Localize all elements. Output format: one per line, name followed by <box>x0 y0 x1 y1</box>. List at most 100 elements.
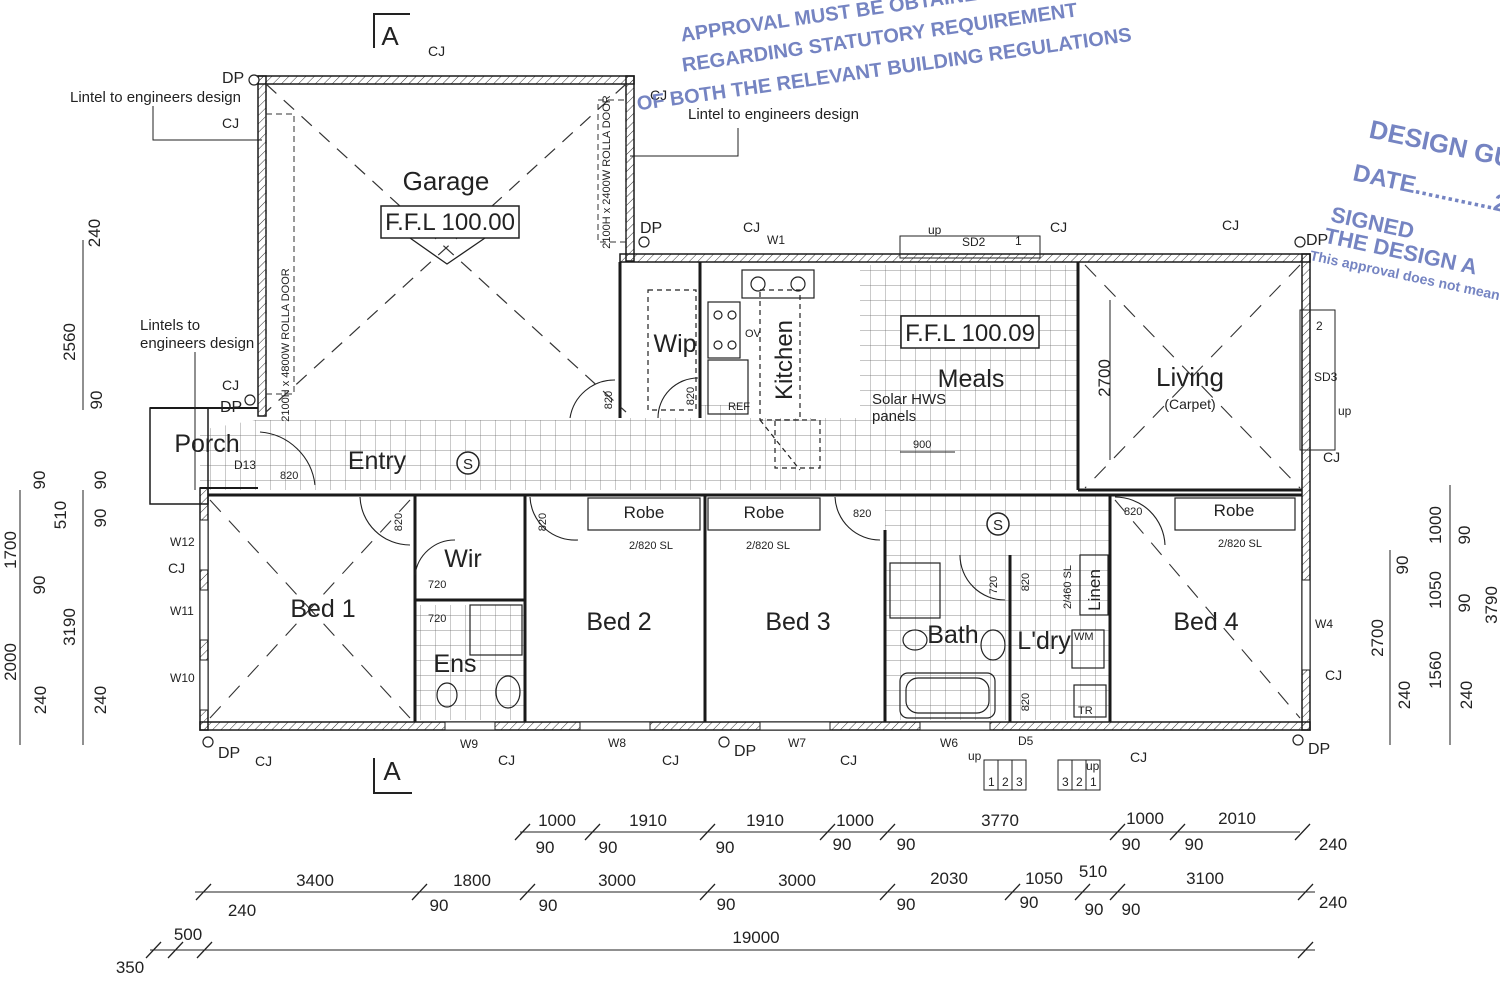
room-entry: Entry <box>348 447 407 475</box>
svg-text:90: 90 <box>717 895 736 914</box>
tag-dp: DP <box>640 220 662 237</box>
tag-up: up <box>968 749 982 763</box>
svg-text:90: 90 <box>30 576 49 595</box>
room-wir: Wir <box>444 545 481 573</box>
svg-text:90: 90 <box>539 896 558 915</box>
svg-text:2000: 2000 <box>1 643 20 681</box>
svg-text:3100: 3100 <box>1186 869 1224 888</box>
room-wip: Wip <box>653 330 696 358</box>
section-marker-bottom: A <box>373 756 412 794</box>
room-bath: Bath <box>927 621 978 649</box>
tag-window: W12 <box>170 535 195 549</box>
dimensions-top-row: 1000 1910 1910 1000 3770 1000 2010 90 90… <box>536 809 1348 857</box>
svg-text:240: 240 <box>1457 681 1476 709</box>
robe-bed-3: Robe <box>744 503 785 522</box>
svg-text:90: 90 <box>1085 900 1104 919</box>
tag-cj: CJ <box>428 43 445 59</box>
kitchen-fixtures <box>647 269 821 471</box>
svg-text:90: 90 <box>91 471 110 490</box>
robe-door-bed-2: 2/820 SL <box>629 540 673 552</box>
svg-text:S: S <box>463 456 473 473</box>
svg-text:90: 90 <box>1122 900 1141 919</box>
svg-text:90: 90 <box>1185 835 1204 854</box>
dimension-ticks <box>145 823 1314 959</box>
tag-cj: CJ <box>255 753 272 769</box>
tag-step: 3 <box>1016 775 1023 789</box>
room-bed-2: Bed 2 <box>586 608 651 636</box>
level-boxes <box>380 205 1040 349</box>
tag-cj: CJ <box>168 560 185 576</box>
room-bed-4: Bed 4 <box>1173 608 1238 636</box>
tag-door-width: 820 <box>280 470 298 482</box>
svg-text:510: 510 <box>51 501 70 529</box>
room-laundry: L'dry <box>1017 627 1071 655</box>
note-solar-1: Solar HWS <box>872 391 946 408</box>
svg-text:240: 240 <box>1319 893 1347 912</box>
note-linen-door: 2/460 SL <box>1062 565 1074 609</box>
svg-text:90: 90 <box>87 391 106 410</box>
svg-text:90: 90 <box>897 895 916 914</box>
roller-doors <box>265 99 627 395</box>
tag-door-width: 820 <box>1124 506 1142 518</box>
tag-door-width: 720 <box>428 613 446 625</box>
svg-text:19000: 19000 <box>732 928 779 947</box>
svg-text:3000: 3000 <box>778 871 816 890</box>
tag-step: 2 <box>1002 775 1009 789</box>
tag-cj: CJ <box>1130 749 1147 765</box>
tag-window: W4 <box>1315 617 1333 631</box>
garage-diagonals <box>265 83 627 413</box>
dimension-lines <box>19 240 1451 951</box>
tag-cj: CJ <box>1050 219 1067 235</box>
svg-text:A: A <box>381 21 399 51</box>
tag-cj: CJ <box>1325 667 1342 683</box>
tag-step: 1 <box>988 775 995 789</box>
robe-bed-2: Robe <box>624 503 665 522</box>
svg-text:240: 240 <box>91 686 110 714</box>
steps <box>983 759 1101 791</box>
door-swings <box>259 377 1166 601</box>
svg-text:3000: 3000 <box>598 871 636 890</box>
svg-text:350: 350 <box>116 958 144 977</box>
robe-door-bed-3: 2/820 SL <box>746 540 790 552</box>
svg-text:1050: 1050 <box>1025 869 1063 888</box>
tag-door-width: 720 <box>988 576 1000 594</box>
tag-up: up <box>1338 404 1352 418</box>
svg-text:240: 240 <box>228 901 256 920</box>
smoke-detector-icon: S <box>986 512 1010 536</box>
robes <box>587 497 1296 616</box>
svg-text:90: 90 <box>1020 893 1039 912</box>
svg-text:1000: 1000 <box>1426 506 1445 544</box>
garage-level-pointer <box>409 237 486 265</box>
note-solar-2: panels <box>872 408 916 425</box>
svg-text:90: 90 <box>1455 526 1474 545</box>
dimensions-left: 240 2560 90 90 510 1700 90 3190 2000 240… <box>1 219 110 714</box>
tag-trough: TR <box>1078 705 1093 717</box>
tag-dp: DP <box>1308 741 1330 758</box>
living-note: (Carpet) <box>1164 396 1215 412</box>
svg-text:90: 90 <box>1393 556 1412 575</box>
svg-text:1000: 1000 <box>836 811 874 830</box>
svg-text:1000: 1000 <box>1126 809 1164 828</box>
tag-dp: DP <box>734 743 756 760</box>
note-lintels-porch-2: engineers design <box>140 335 254 352</box>
tag-dp: DP <box>1306 232 1328 249</box>
tag-door-width: 820 <box>685 387 697 405</box>
room-porch: Porch <box>174 430 239 458</box>
svg-text:90: 90 <box>536 838 555 857</box>
tag-door-width: 820 <box>537 513 549 531</box>
tag-oven: OV <box>745 328 762 340</box>
svg-text:90: 90 <box>716 838 735 857</box>
tag-door-width: 820 <box>603 391 615 409</box>
tag-cj: CJ <box>1323 449 1340 465</box>
svg-text:3790: 3790 <box>1482 586 1500 624</box>
tag-window: W10 <box>170 671 195 685</box>
svg-text:1000: 1000 <box>538 811 576 830</box>
tag-step: 1 <box>1015 234 1022 248</box>
tag-window: W9 <box>460 737 478 751</box>
tag-dp: DP <box>220 399 242 416</box>
approval-stamp-right: DESIGN GU DATE............2 SIGNED THE D… <box>1309 114 1500 307</box>
note-leaders <box>152 106 739 490</box>
tag-cj: CJ <box>1222 217 1239 233</box>
tag-door-width: 820 <box>393 513 405 531</box>
tag-dp: DP <box>222 70 244 87</box>
